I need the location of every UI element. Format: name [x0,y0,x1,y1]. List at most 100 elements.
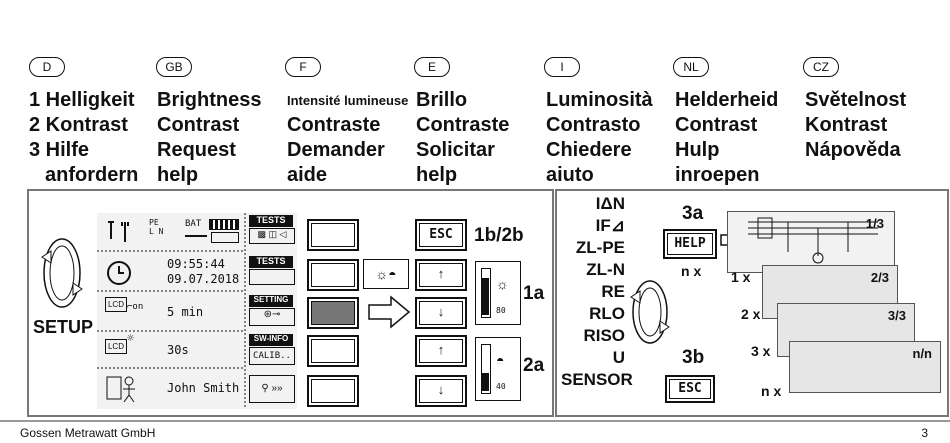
footer-company: Gossen Metrawatt GmbH [20,426,156,440]
contrast-slider[interactable]: ◓ 40 [475,337,521,401]
softkey-battery-icon [249,269,295,285]
down-button-2[interactable]: ↓ [415,375,467,407]
rotary-switch-icon [41,238,83,308]
softkey-calib[interactable]: CALIB.. [249,347,295,365]
clock-icon [107,261,131,285]
lcd-backlight-icon: LCD [105,339,127,354]
arrow-down-icon: ↓ [437,382,445,397]
arrow-down-icon: ↓ [437,304,445,319]
esc-button[interactable]: ESC [415,219,467,251]
battery-icon [209,219,239,230]
contrast-slider-track [481,344,491,394]
help-page-1-label: 1/3 [865,216,884,231]
help-repeat-label: n x [681,263,702,279]
fuse-icon [185,235,207,243]
down-button-1[interactable]: ↓ [415,297,467,329]
softkey-tests-2[interactable]: TESTS [249,256,293,268]
esc-button-help[interactable]: ESC [665,375,715,403]
heading-i: Luminosità Contrasto Chiedere aiuto [546,89,653,186]
meter-icon [211,232,239,243]
brightness-value: 80 [496,306,506,315]
menu-re: RE [601,282,625,301]
brightness-slider-track [481,268,491,318]
heading-nl: Helderheid Contrast Hulp inroepen [675,89,779,186]
tools-icon [108,221,129,242]
backlight-sun-icon: ☼ [127,331,135,345]
softkey-user-next[interactable]: ⚲ »» [249,375,295,403]
up-button-2[interactable]: ↑ [415,335,467,367]
callout-1a: 1a [523,283,545,304]
user-name: John Smith [167,381,240,395]
softkey-setting-icon: ⊛⊸ [249,308,295,326]
softkey-sw-info[interactable]: SW-INFO [249,334,293,346]
menu-riso: RISO [583,326,625,345]
contrast-slider-fill [482,373,489,391]
footer-page-number: 3 [921,426,928,440]
lang-badge-i: I [544,57,580,77]
menu-idn: IΔN [595,194,625,213]
help-page-1: 1/3 [727,211,895,273]
user-profile-icon [106,376,135,403]
lang-badge-nl: NL [673,57,709,77]
lang-badge-gb: GB [156,57,192,77]
brightness-contrast-icon: ☼◓ [363,259,409,289]
timeout-1: 5 min [167,305,204,319]
lcd-dividers [97,213,246,409]
help-page-n-label: n/n [912,346,933,361]
heading-e: Brillo Contraste Solicitar help [416,89,510,186]
softkey-tests-1[interactable]: TESTS [249,215,293,227]
menu-sensor: SENSOR [561,370,633,389]
help-page-2-label: 2/3 [870,270,889,285]
help-page-n: n/n [789,341,941,393]
menu-u: U [612,348,625,367]
arrow-right-icon [368,295,411,329]
page-2-mult: 2 x [741,306,761,322]
callout-1b2b: 1b/2b [474,225,524,246]
help-page-3-label: 3/3 [887,308,906,323]
softkey-button-1[interactable] [307,219,359,251]
timeout-2: 30s [167,343,189,357]
help-panel: IΔN IF⊿ ZL-PE ZL-N RE RLO RISO U SENSOR … [555,189,949,417]
lcd-timeout-icon: LCD [105,297,127,312]
up-button-1[interactable]: ↑ [415,259,467,291]
page-3-mult: 3 x [751,343,771,359]
footer-rule [0,420,950,422]
bat-label: BAT [185,219,202,229]
function-menu: IΔN IF⊿ ZL-PE ZL-N RE RLO RISO U SENSOR [561,193,633,391]
circuit-diagram [748,217,878,264]
softkey-tests-1-icon: ▩ ◫ ◁ [249,228,295,244]
lang-badge-d: D [29,57,65,77]
lang-badge-f: F [285,57,321,77]
menu-rlo: RLO [589,304,625,323]
softkey-button-2[interactable] [307,259,359,291]
lang-badge-e: E [414,57,450,77]
softkey-button-3-active[interactable] [307,297,359,329]
menu-if: IF⊿ [595,216,625,235]
softkey-button-4[interactable] [307,335,359,367]
menu-zlpe: ZL-PE [575,238,625,257]
setup-label: SETUP [33,317,94,337]
help-button[interactable]: HELP [663,229,717,259]
brightness-slider[interactable]: ☼ 80 [475,261,521,325]
page-1-mult: 1 x [731,269,751,285]
softkey-setting[interactable]: SETTING [249,295,293,307]
power-off-icon: ⌐on [127,302,144,312]
sun-icon: ☼ [496,276,509,292]
contrast-value: 40 [496,382,506,391]
page-n-mult: n x [761,383,782,399]
lang-badge-cz: CZ [803,57,839,77]
menu-zln: ZL-N [586,260,625,279]
arrow-up-icon: ↑ [437,342,445,357]
callout-2a: 2a [523,355,545,376]
clock-date: 09.07.2018 [167,272,240,286]
arrow-up-icon: ↑ [437,266,445,281]
callout-3b: 3b [682,347,705,368]
heading-gb: Brightness Contrast Request help [157,89,262,186]
contrast-icon: ◓ [496,352,505,368]
rotary-switch-icon [630,280,670,344]
heading-d: 1 Helligkeit 2 Kontrast 3 Hilfe anforder… [29,89,139,186]
softkey-button-5[interactable] [307,375,359,407]
